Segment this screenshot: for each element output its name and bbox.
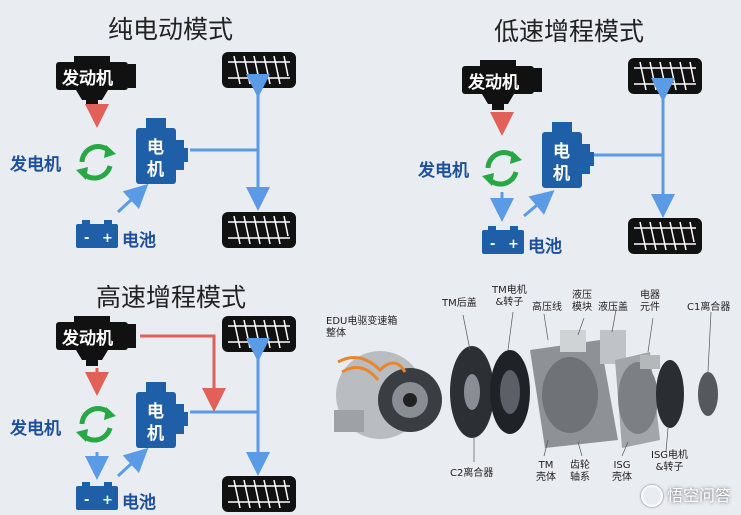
engine-label-3: 发动机 bbox=[62, 329, 113, 349]
motor-label-1: 电机 bbox=[147, 138, 164, 180]
part-isg-housing: ISG 壳体 bbox=[612, 460, 632, 483]
motor-label-2: 电机 bbox=[553, 142, 570, 184]
edu-assembly-image bbox=[334, 351, 442, 439]
watermark-logo-icon bbox=[640, 485, 663, 507]
tire-front-1 bbox=[221, 51, 297, 89]
part-isg-motor-rotor: ISG电机 &转子 bbox=[651, 450, 689, 473]
edu-caption: EDU电驱变速箱 整体 bbox=[326, 316, 398, 339]
part-tm-rear-cover: TM后盖 bbox=[442, 298, 477, 309]
part-tm-housing: TM 壳体 bbox=[536, 460, 556, 483]
battery-label-1: 电池 bbox=[122, 231, 156, 251]
panel-title-pure-electric: 纯电动模式 bbox=[108, 15, 234, 44]
part-tm-motor-rotor: TM电机 &转子 bbox=[492, 285, 527, 308]
watermark-text: 悟空问答 bbox=[666, 485, 731, 505]
part-c1-clutch: C1离合器 bbox=[687, 302, 731, 313]
exploded-parts-image bbox=[450, 309, 718, 462]
part-gear-shaft: 齿轮 轴系 bbox=[570, 460, 590, 483]
generator-label-2: 发电机 bbox=[418, 161, 469, 181]
motor-label-3: 电机 bbox=[147, 402, 164, 444]
tire-rear-2 bbox=[627, 217, 703, 255]
generator-label-1: 发电机 bbox=[10, 155, 61, 175]
part-electrical-components: 电器 元件 bbox=[640, 290, 660, 313]
watermark: 悟空问答 bbox=[640, 482, 731, 507]
engine-label-2: 发动机 bbox=[468, 73, 519, 93]
tire-front-2 bbox=[627, 57, 703, 95]
battery-label-2: 电池 bbox=[528, 237, 562, 257]
part-c2-clutch: C2离合器 bbox=[450, 468, 494, 479]
tire-front-3 bbox=[221, 315, 297, 353]
panel-title-high-speed-range: 高速增程模式 bbox=[96, 283, 247, 312]
generator-label-3: 发电机 bbox=[10, 419, 61, 439]
battery-label-3: 电池 bbox=[122, 493, 156, 513]
part-hydraulic-module: 液压 模块 bbox=[572, 290, 592, 313]
engine-label-1: 发动机 bbox=[62, 69, 113, 89]
tire-rear-1 bbox=[221, 211, 297, 249]
part-hydraulic-cover: 液压盖 bbox=[598, 302, 628, 313]
panel-title-low-speed-range: 低速增程模式 bbox=[494, 17, 645, 46]
part-hv-line: 高压线 bbox=[532, 302, 562, 313]
tire-rear-3 bbox=[221, 475, 297, 513]
